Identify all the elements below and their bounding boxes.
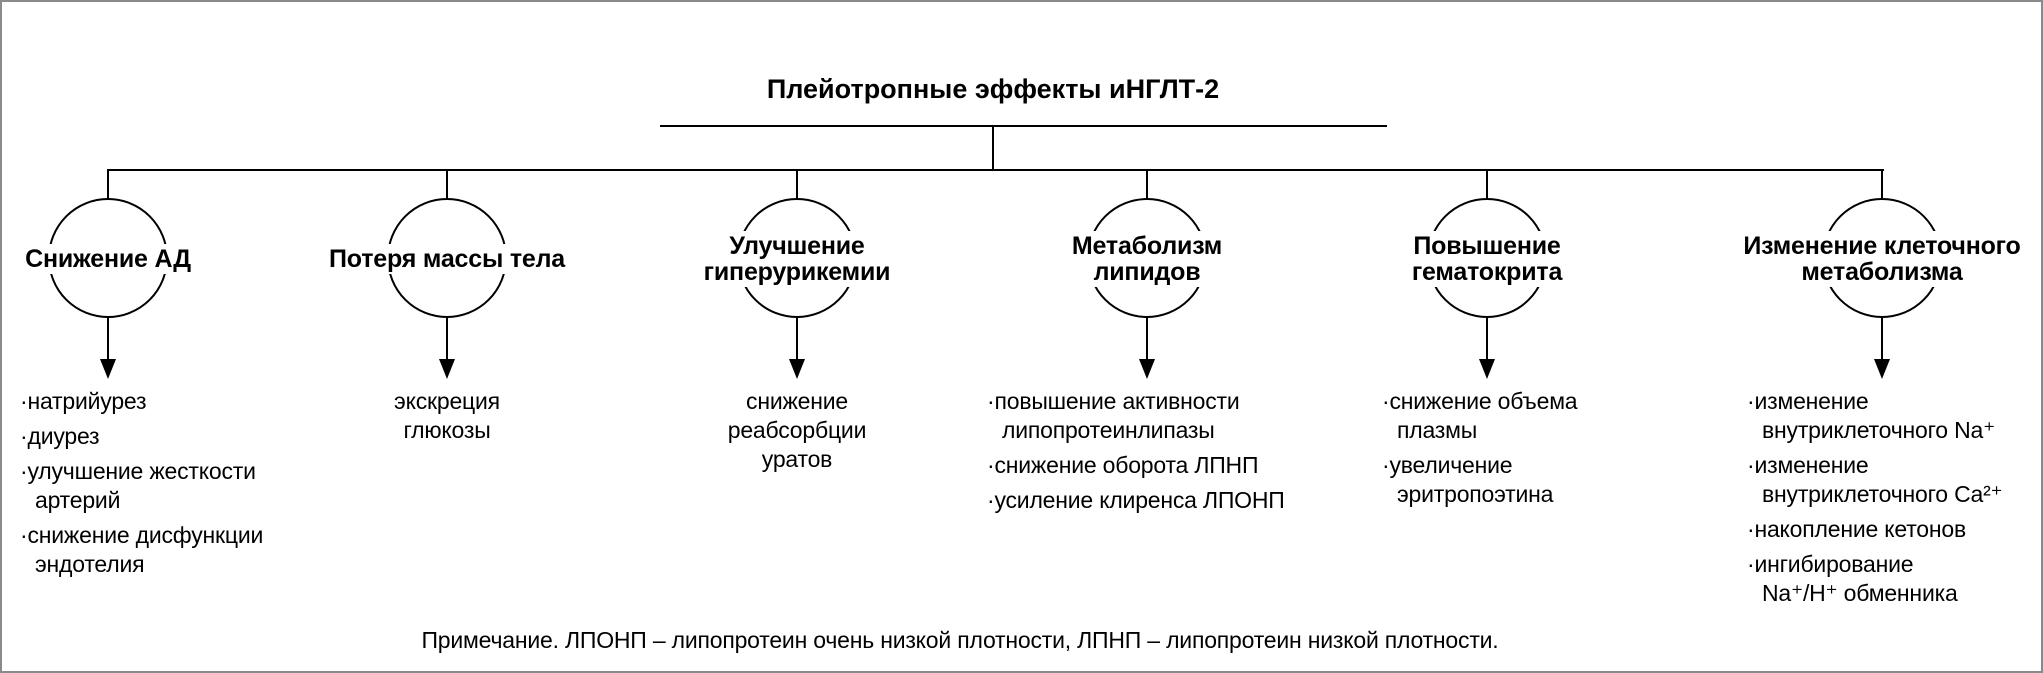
title-connector-line	[992, 126, 994, 170]
effect-item: улучшение жесткости артерий	[20, 457, 290, 515]
branch-drop-line	[1881, 169, 1883, 199]
down-arrow-icon	[1874, 359, 1890, 379]
down-arrow-icon	[789, 359, 805, 379]
arrow-stem	[1146, 318, 1148, 362]
effect-item: снижение оборота ЛПНП	[987, 451, 1317, 480]
effect-item: снижение дисфункции эндотелия	[20, 521, 290, 579]
effect-item: ингибирование Na⁺/H⁺ обменника	[1747, 550, 2027, 608]
effect-label: Улучшение гиперурикемии	[688, 231, 906, 287]
effect-item-list: экскреция глюкозы	[377, 387, 517, 451]
effect-item-list: снижение объема плазмы увеличение эритро…	[1382, 387, 1627, 515]
arrow-stem	[1881, 318, 1883, 362]
diagram-title: Плейотропные эффекты иНГЛТ-2	[766, 74, 1220, 104]
effect-item-list: снижение реабсорбции уратов	[717, 387, 877, 480]
title-underline	[660, 125, 1387, 127]
arrow-stem	[107, 318, 109, 362]
arrow-stem	[796, 318, 798, 362]
branch-drop-line	[1146, 169, 1148, 199]
branch-drop-line	[796, 169, 798, 199]
effect-label: Изменение клеточного метаболизма	[1728, 231, 2036, 287]
branch-horizontal-line	[107, 169, 1884, 171]
effect-item-list: натрийурез диурез улучшение жесткости ар…	[20, 387, 290, 585]
down-arrow-icon	[100, 359, 116, 379]
effect-item: экскреция глюкозы	[394, 388, 500, 443]
effect-item: снижение реабсорбции уратов	[727, 388, 867, 472]
footnote: Примечание. ЛПОНП – липопротеин очень ни…	[421, 627, 1499, 653]
effect-label: Повышение гематокрита	[1395, 231, 1579, 287]
effect-item: повышение активности липопротеинлипазы	[987, 387, 1317, 445]
effect-item-list: изменение внутриклеточного Na⁺ изменение…	[1747, 387, 2027, 614]
branch-drop-line	[107, 169, 109, 199]
down-arrow-icon	[1139, 359, 1155, 379]
effect-item: диурез	[20, 422, 290, 451]
effect-item: изменение внутриклеточного Na⁺	[1747, 387, 2027, 445]
branch-drop-line	[446, 169, 448, 199]
effect-item: изменение внутриклеточного Ca²⁺	[1747, 451, 2027, 509]
arrow-stem	[446, 318, 448, 362]
effect-item: снижение объема плазмы	[1382, 387, 1627, 445]
effect-item: натрийурез	[20, 387, 290, 416]
arrow-stem	[1486, 318, 1488, 362]
effect-label: Снижение АД	[21, 244, 195, 274]
branch-drop-line	[1486, 169, 1488, 199]
effect-item-list: повышение активности липопротеинлипазы с…	[987, 387, 1317, 521]
effect-label: Метаболизм липидов	[1060, 231, 1234, 287]
effect-label: Потеря массы тела	[325, 244, 569, 274]
effect-item: увеличение эритропоэтина	[1382, 451, 1627, 509]
down-arrow-icon	[1479, 359, 1495, 379]
effect-item: усиление клиренса ЛПОНП	[987, 486, 1317, 515]
down-arrow-icon	[439, 359, 455, 379]
effect-item: накопление кетонов	[1747, 515, 2027, 544]
